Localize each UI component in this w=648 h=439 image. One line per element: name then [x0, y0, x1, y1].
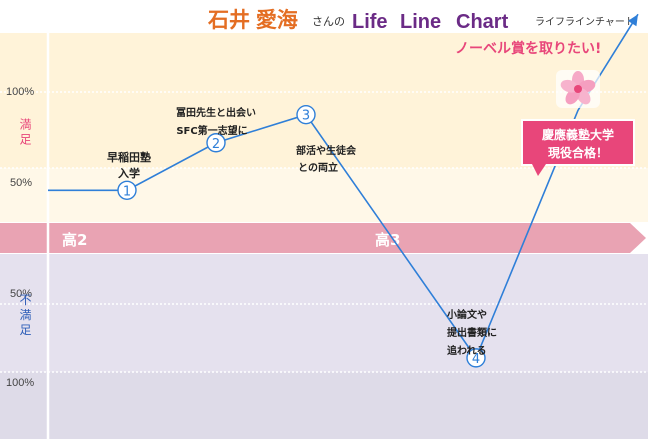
annotation-2: 冨田先生と出会い SFC第一志望に [176, 106, 256, 137]
success-callout-tail [532, 164, 546, 176]
life-line-arrowhead [627, 14, 638, 27]
data-point-marker [206, 133, 226, 153]
title-kana: ライフラインチャート [535, 16, 635, 28]
stage-label-ko3: 高3 [375, 231, 400, 249]
annotation-4-line: 提出書類に [447, 326, 497, 339]
zone-label-unsatisfied: 不満足 [18, 294, 32, 339]
satisfied-bg-upper [0, 33, 648, 92]
annotation-3-line: 部活や生徒会 [296, 144, 356, 157]
success-callout-line: 現役合格！ [548, 145, 608, 160]
y-tick-label: 50% [10, 288, 32, 300]
satisfied-bg-lower [0, 168, 648, 222]
unsatisfied-bg-lower [0, 372, 648, 439]
annotation-2-line: SFC第一志望に [176, 124, 247, 137]
unsatisfied-bg-middle [0, 304, 648, 372]
honorific: さんの [312, 15, 345, 28]
data-point-marker [466, 348, 486, 368]
title-word-chart: Chart [456, 11, 509, 33]
title-word-line: Line [400, 11, 441, 33]
data-point-marker-number: 2 [212, 137, 220, 152]
data-point-marker-number: 3 [302, 109, 310, 124]
data-point-marker-number: 1 [123, 184, 131, 199]
annotation-1-line: 早稲田塾 [107, 150, 151, 164]
data-point-marker-number: 4 [472, 352, 480, 367]
annotation-4: 小論文や 提出書類に 追われる [446, 308, 497, 357]
person-name: 石井 愛海 [207, 8, 298, 32]
goal-label: ノーベル賞を取りたい! [455, 40, 601, 57]
annotation-2-line: 冨田先生と出会い [176, 106, 256, 119]
annotation-1-line: 入学 [118, 166, 140, 180]
stage-band-arrow [0, 223, 646, 253]
stage-label-ko2: 高2 [62, 231, 87, 249]
annotation-4-line: 追われる [447, 344, 487, 357]
data-point-marker [296, 104, 316, 125]
success-callout: 慶應義塾大学 現役合格！ [521, 119, 635, 176]
annotation-3-line: との両立 [298, 161, 338, 174]
zone-label-satisfied: 満足 [18, 118, 32, 148]
success-callout-box [521, 119, 635, 166]
annotation-1: 早稲田塾 入学 [107, 150, 151, 180]
y-tick-label: 50% [10, 177, 32, 189]
annotation-3: 部活や生徒会 との両立 [296, 144, 356, 174]
y-tick-label: 100% [6, 86, 34, 98]
unsatisfied-bg-upper [0, 254, 648, 304]
annotation-4-line: 小論文や [446, 308, 487, 321]
y-tick-label: 100% [6, 377, 34, 389]
success-callout-line: 慶應義塾大学 [542, 127, 614, 142]
title-word-life: Life [352, 11, 388, 33]
sakura-flower-icon [556, 70, 600, 108]
data-point-marker [117, 180, 137, 200]
